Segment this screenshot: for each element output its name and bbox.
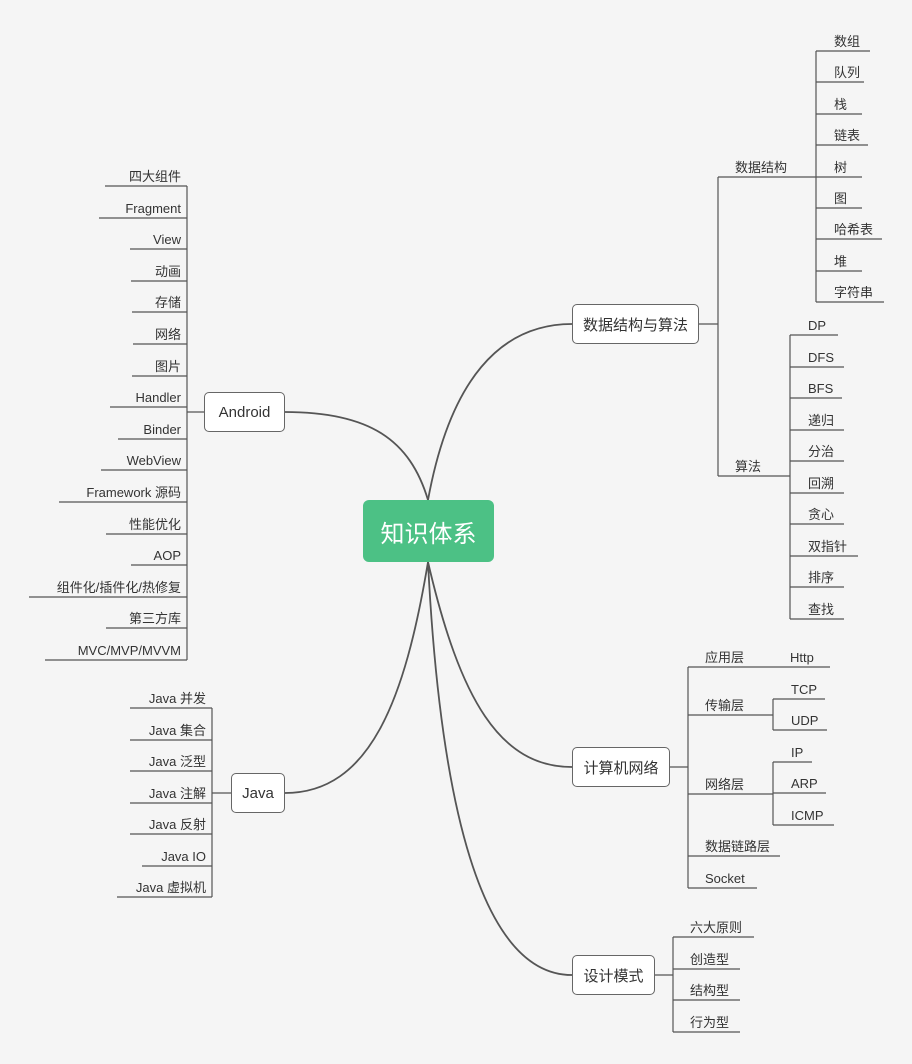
ds-item[interactable]: 堆: [834, 254, 848, 269]
design-item[interactable]: 行为型: [690, 1015, 730, 1030]
curve-dsa: [427, 323, 573, 501]
algo-item[interactable]: BFS: [808, 381, 834, 396]
java-item[interactable]: Java 注解: [148, 786, 206, 801]
android-item[interactable]: WebView: [126, 453, 181, 468]
android-item[interactable]: 性能优化: [128, 517, 181, 532]
algo-item[interactable]: 递归: [808, 413, 835, 428]
ds-item[interactable]: 队列: [834, 65, 861, 80]
net-app-item[interactable]: Http: [790, 650, 814, 665]
algo-item[interactable]: DP: [808, 318, 827, 333]
algo-item[interactable]: 贪心: [808, 507, 835, 522]
android-item[interactable]: 存储: [154, 295, 181, 310]
ds-item[interactable]: 数组: [834, 34, 861, 49]
net-net-item[interactable]: IP: [791, 745, 804, 760]
android-item[interactable]: 组件化/插件化/热修复: [56, 580, 181, 595]
ds-item[interactable]: 图: [834, 191, 848, 206]
algo-label[interactable]: 算法: [735, 459, 762, 474]
node-android[interactable]: Android: [204, 392, 285, 432]
android-item[interactable]: 图片: [154, 359, 181, 374]
java-item[interactable]: Java 反射: [148, 817, 206, 832]
net-transport-item[interactable]: UDP: [791, 713, 819, 728]
java-item[interactable]: Java 并发: [148, 691, 206, 706]
android-item[interactable]: MVC/MVP/MVVM: [77, 643, 181, 658]
android-item[interactable]: 动画: [154, 264, 181, 279]
ds-item[interactable]: 树: [834, 160, 848, 175]
net-app-label[interactable]: 应用层: [705, 650, 745, 665]
net-transport-item[interactable]: TCP: [791, 682, 817, 697]
android-item[interactable]: Handler: [135, 390, 181, 405]
net-link-label[interactable]: 数据链路层: [705, 839, 771, 854]
net-socket-label[interactable]: Socket: [705, 871, 745, 886]
algo-item[interactable]: 排序: [808, 570, 835, 585]
android-item[interactable]: 四大组件: [128, 169, 181, 184]
android-item[interactable]: Framework 源码: [86, 485, 181, 500]
ds-item[interactable]: 链表: [834, 128, 861, 143]
algo-item[interactable]: 分治: [808, 444, 835, 459]
java-item[interactable]: Java 泛型: [148, 754, 206, 769]
ds-item[interactable]: 哈希表: [834, 222, 874, 237]
net-transport-label[interactable]: 传输层: [705, 698, 745, 713]
curve-android: [284, 411, 429, 501]
curve-network: [427, 561, 573, 768]
ds-item[interactable]: 栈: [834, 97, 848, 112]
android-item[interactable]: View: [153, 232, 181, 247]
net-net-item[interactable]: ARP: [791, 776, 818, 791]
node-design-patterns[interactable]: 设计模式: [572, 955, 655, 995]
algo-item[interactable]: 查找: [808, 602, 835, 617]
java-item[interactable]: Java 集合: [148, 723, 206, 738]
ds-item[interactable]: 字符串: [834, 285, 874, 300]
android-item[interactable]: AOP: [153, 548, 181, 563]
node-computer-network[interactable]: 计算机网络: [572, 747, 670, 787]
android-item[interactable]: Binder: [143, 422, 181, 437]
net-net-item[interactable]: ICMP: [791, 808, 824, 823]
curve-design: [427, 561, 573, 976]
java-item[interactable]: Java IO: [161, 849, 206, 864]
android-item[interactable]: 网络: [154, 327, 181, 342]
node-java[interactable]: Java: [231, 773, 285, 813]
android-item[interactable]: 第三方库: [128, 611, 181, 626]
android-item[interactable]: Fragment: [125, 201, 181, 216]
curve-java: [284, 561, 429, 794]
algo-item[interactable]: 回溯: [808, 476, 835, 491]
design-item[interactable]: 创造型: [690, 952, 730, 967]
ds-label[interactable]: 数据结构: [735, 160, 788, 175]
algo-item[interactable]: 双指针: [808, 539, 848, 554]
design-item[interactable]: 六大原则: [690, 920, 743, 935]
algo-item[interactable]: DFS: [808, 350, 834, 365]
net-net-label[interactable]: 网络层: [705, 777, 745, 792]
design-item[interactable]: 结构型: [690, 983, 730, 998]
node-data-structures-algorithms[interactable]: 数据结构与算法: [572, 304, 699, 344]
java-item[interactable]: Java 虚拟机: [135, 880, 206, 895]
root-node[interactable]: 知识体系: [363, 500, 494, 562]
